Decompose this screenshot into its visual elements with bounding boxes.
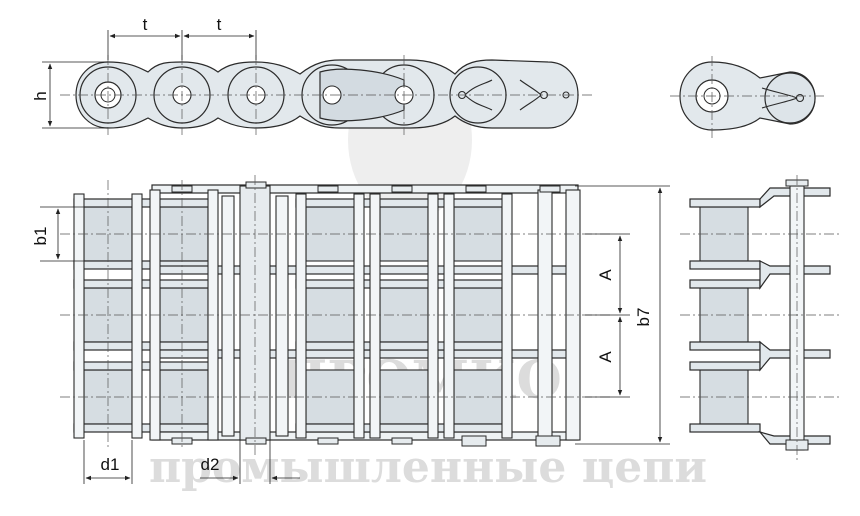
label-d2: d2 [201, 455, 220, 474]
dimension-d1: d1 [83, 440, 133, 484]
label-t2: t [217, 15, 222, 34]
label-b1: b1 [31, 227, 50, 246]
chain-top-view [60, 175, 610, 455]
label-t1: t [143, 15, 148, 34]
watermark-tagline: промышленные цепи [149, 442, 707, 493]
dimension-t: t t [107, 15, 257, 60]
connecting-link-side-view [670, 56, 825, 140]
label-A2: A [596, 351, 615, 363]
dimension-h: h [31, 61, 108, 129]
dimension-d2: d2 [200, 440, 300, 484]
label-d1: d1 [101, 455, 120, 474]
dimension-b1: b1 [31, 206, 84, 262]
chain-end-view [680, 175, 840, 460]
label-b7: b7 [634, 308, 653, 327]
dimension-A: A A [585, 233, 630, 398]
label-A1: A [596, 269, 615, 281]
dimension-b7: b7 [575, 185, 670, 445]
label-h: h [31, 91, 50, 100]
chain-side-view [60, 55, 595, 135]
